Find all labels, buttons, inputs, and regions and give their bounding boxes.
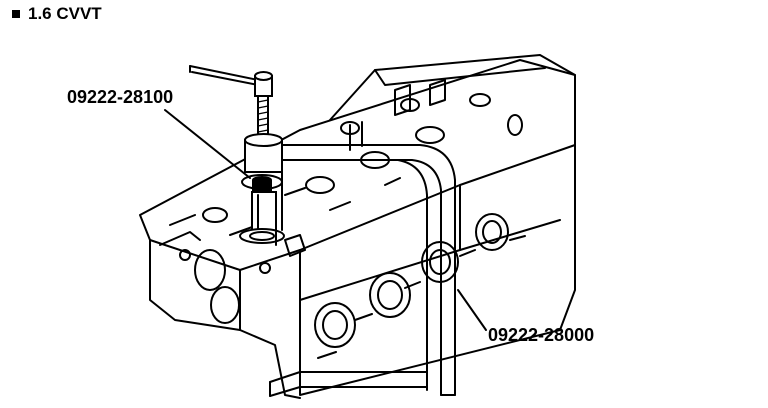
title-text: 1.6 CVVT bbox=[28, 4, 102, 23]
callout-leaders bbox=[164, 109, 487, 331]
valve-spring-adapter bbox=[189, 65, 285, 244]
valve-spring-compressor-frame bbox=[269, 144, 456, 397]
diagram-title: 1.6 CVVT bbox=[12, 4, 102, 24]
part-number-label-compressor: 09222-28000 bbox=[488, 325, 595, 345]
square-bullet-icon bbox=[12, 10, 20, 18]
part-number-label-adapter: 09222-28100 bbox=[67, 87, 174, 107]
cylinder-head bbox=[139, 54, 576, 399]
